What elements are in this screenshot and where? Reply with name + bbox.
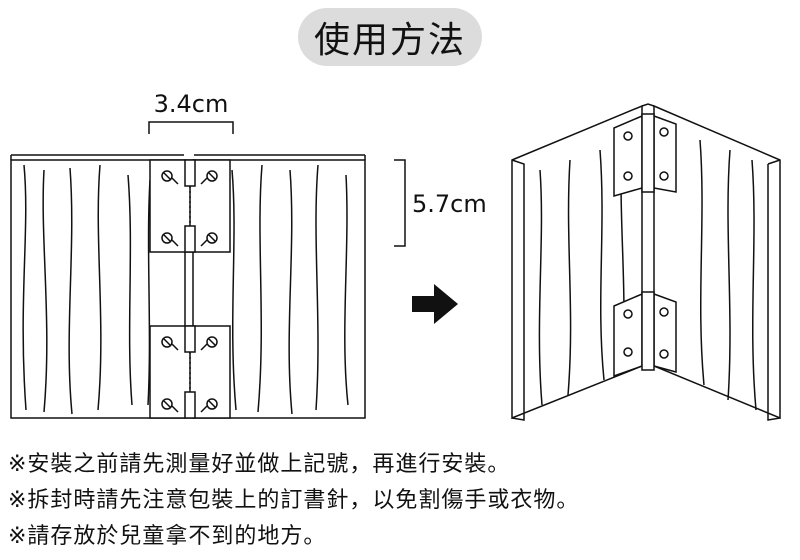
note-measure: ※安裝之前請先測量好並做上記號，再進行安裝。 (8, 452, 511, 477)
notes-list: ※安裝之前請先測量好並做上記號，再進行安裝。 ※拆封時請先注意包裝上的訂書針，以… (8, 447, 798, 555)
flat-boards-illustration (10, 121, 406, 419)
width-dimension-bracket (148, 121, 234, 134)
height-dimension-label: 5.7cm (412, 190, 487, 218)
folded-hinge-bottom (613, 291, 677, 378)
hinge-bottom (149, 325, 231, 419)
note-children: ※請存放於兒童拿不到的地方。 (8, 524, 327, 549)
folded-boards-illustration (511, 103, 781, 421)
page-title: 使用方法 (313, 20, 466, 61)
installation-diagram: 3.4cm 5.7cm (10, 90, 781, 421)
note-staples: ※拆封時請先注意包裝上的訂書針，以免割傷手或衣物。 (8, 488, 580, 513)
folded-hinge-top (613, 113, 677, 197)
height-dimension-bracket (394, 159, 406, 247)
title-pill: 使用方法 (298, 8, 482, 66)
hinge-top (149, 159, 231, 253)
right-arrow-icon (412, 284, 458, 324)
width-dimension-label: 3.4cm (154, 90, 229, 118)
